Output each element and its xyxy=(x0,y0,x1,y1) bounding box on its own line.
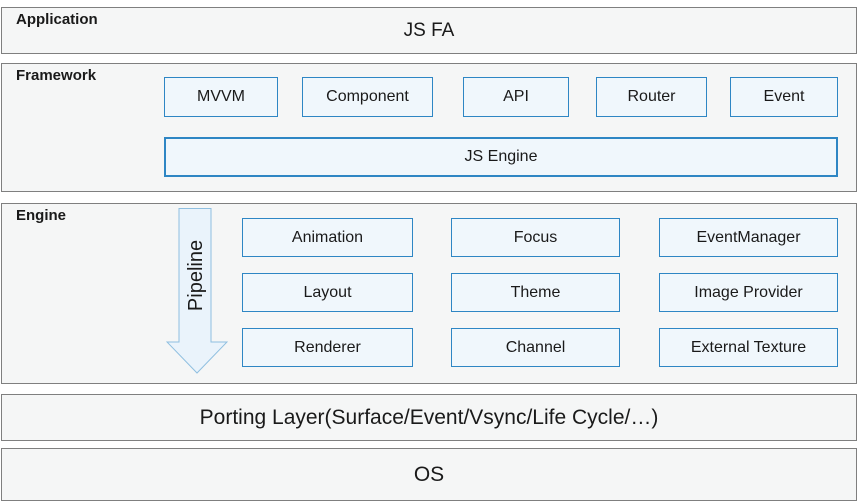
box-eventmanager: EventManager xyxy=(659,218,838,257)
box-renderer: Renderer xyxy=(242,328,413,367)
box-mvvm: MVVM xyxy=(164,77,278,117)
application-content-label: JS FA xyxy=(403,19,455,41)
box-channel: Channel xyxy=(451,328,620,367)
porting-layer-label: Porting Layer(Surface/Event/Vsync/Life C… xyxy=(199,405,659,429)
framework-section-label: Framework xyxy=(16,67,97,84)
box-router: Router xyxy=(596,77,707,117)
engine-section-label: Engine xyxy=(16,207,67,224)
box-event: Event xyxy=(730,77,838,117)
section-engine: Engine Pipeline Animation Focus EventMan… xyxy=(1,203,857,384)
pipeline-arrow-icon xyxy=(166,208,228,374)
box-component: Component xyxy=(302,77,433,117)
pipeline-label: Pipeline xyxy=(185,239,208,311)
box-external-texture: External Texture xyxy=(659,328,838,367)
box-animation: Animation xyxy=(242,218,413,257)
box-layout: Layout xyxy=(242,273,413,312)
section-porting-layer: Porting Layer(Surface/Event/Vsync/Life C… xyxy=(1,394,857,441)
application-section-label: Application xyxy=(16,11,98,28)
section-application: Application JS FA xyxy=(1,7,857,54)
box-theme: Theme xyxy=(451,273,620,312)
box-focus: Focus xyxy=(451,218,620,257)
box-image-provider: Image Provider xyxy=(659,273,838,312)
os-label: OS xyxy=(413,462,445,486)
box-api: API xyxy=(463,77,569,117)
section-os: OS xyxy=(1,448,857,501)
box-js-engine: JS Engine xyxy=(164,137,838,177)
section-framework: Framework MVVM Component API Router Even… xyxy=(1,63,857,192)
